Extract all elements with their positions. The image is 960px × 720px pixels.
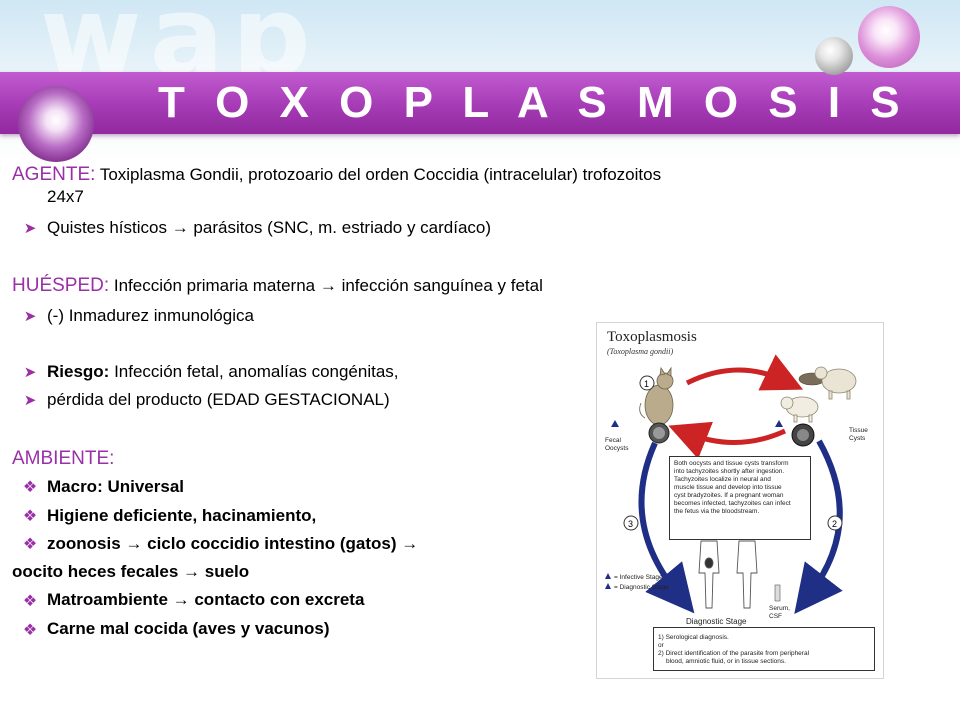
oocyst-inner-icon bbox=[653, 427, 665, 439]
ambiente-bullet-5: Carne mal cocida (aves y vacunos) bbox=[47, 619, 330, 638]
info-box: Both oocysts and tissue cysts transform … bbox=[669, 456, 811, 540]
diamond-bullet-icon: ❖ bbox=[22, 622, 38, 639]
arrow-bullet-icon: ➤ bbox=[23, 308, 37, 325]
tissue-cyst-inner-icon bbox=[797, 429, 809, 441]
ambiente-label: AMBIENTE: bbox=[12, 448, 115, 469]
info-line: Both oocysts and tissue cysts transform bbox=[674, 460, 789, 467]
step-1-label: 1 bbox=[644, 379, 649, 389]
page-title: T O X O P L A S M O S I S bbox=[158, 78, 909, 127]
figure-title: Toxoplasmosis bbox=[607, 329, 697, 345]
riesgo-text: Infección fetal, anomalías congénitas, bbox=[109, 362, 399, 381]
tissue-cysts-label: Tissue Cysts bbox=[849, 427, 868, 442]
info-line: becomes infected, tachyzoites can infect bbox=[674, 500, 791, 507]
lifecycle-diagram: 1 2 3 bbox=[605, 354, 857, 614]
diamond-bullet-icon: ❖ bbox=[22, 536, 38, 553]
step-2-label: 2 bbox=[832, 519, 837, 529]
arrow-bullet-icon: ➤ bbox=[23, 392, 37, 409]
ambiente-bullet-1: Higiene deficiente, hacinamiento, bbox=[47, 506, 317, 525]
red-arrow-bottom bbox=[668, 421, 787, 459]
step-1-marker bbox=[639, 375, 655, 391]
decorative-orb-pink bbox=[858, 6, 920, 68]
infective-triangle-icon bbox=[775, 420, 783, 427]
info-line: muscle tissue and develop into tissue bbox=[674, 484, 782, 491]
info-line: Tachyzoites localize in neural and bbox=[674, 476, 771, 483]
step-3-label: 3 bbox=[628, 519, 633, 529]
diag-line: 1) Serological diagnosis. bbox=[658, 634, 729, 641]
figure-subtitle: (Toxoplasma gondii) bbox=[607, 347, 674, 356]
info-line: into tachyzoites shortly after ingestion… bbox=[674, 468, 785, 475]
decorative-orb-gray bbox=[815, 37, 853, 75]
step-3-marker bbox=[623, 515, 639, 531]
ambiente-bullet-2: zoonosis → ciclo coccidio intestino (gat… bbox=[47, 534, 419, 553]
diagnostic-stage-title: Diagnostic Stage bbox=[684, 617, 749, 626]
legend-diagnostic-label: = Diagnostic Stage bbox=[614, 584, 669, 591]
info-line: the fetus via the bloodstream. bbox=[674, 508, 760, 515]
serum-csf-label: Serum, CSF bbox=[769, 605, 790, 620]
diamond-bullet-icon: ❖ bbox=[22, 593, 38, 610]
huesped-bullet-1: Riesgo: Infección fetal, anomalías congé… bbox=[47, 362, 399, 382]
huesped-label: HUÉSPED: bbox=[12, 275, 110, 296]
arrow-bullet-icon: ➤ bbox=[23, 364, 37, 381]
diag-line: 2) Direct identification of the parasite… bbox=[658, 650, 810, 657]
legend-diagnostic-icon bbox=[605, 583, 611, 589]
diagnostic-stage-box: Diagnostic Stage 1) Serological diagnosi… bbox=[653, 618, 875, 671]
diamond-bullet-icon: ❖ bbox=[22, 508, 38, 525]
diag-line: or bbox=[658, 642, 664, 649]
info-line: cyst bradyzoites. If a pregnant woman bbox=[674, 492, 784, 499]
serum-tube-icon bbox=[774, 584, 781, 602]
diagnostic-triangle-icon bbox=[611, 420, 619, 427]
huesped-bullet-0: (-) Inmadurez inmunológica bbox=[47, 306, 254, 325]
ambiente-bullet-4: Matroambiente → contacto con excreta bbox=[47, 590, 365, 609]
fecal-oocysts-label: Fecal Oocysts bbox=[605, 437, 629, 452]
blue-arrow-left bbox=[638, 441, 695, 614]
riesgo-label: Riesgo: bbox=[47, 362, 110, 381]
diag-line: blood, amniotic fluid, or in tissue sect… bbox=[666, 658, 786, 665]
agente-bullet-0: Quistes hísticos → parásitos (SNC, m. es… bbox=[47, 218, 492, 237]
arrow-bullet-icon: ➤ bbox=[23, 220, 37, 237]
agente-label: AGENTE: bbox=[12, 164, 96, 185]
diamond-bullet-icon: ❖ bbox=[22, 479, 38, 496]
cat-icon bbox=[639, 366, 674, 426]
sheep-icon bbox=[814, 366, 857, 400]
legend-infective-label: = Infective Stage bbox=[614, 574, 663, 581]
ambiente-bullet-0: Macro: Universal bbox=[47, 477, 184, 496]
step-2-marker bbox=[827, 515, 843, 531]
lifecycle-figure: Toxoplasmosis (Toxoplasma gondii) bbox=[596, 322, 884, 679]
ambiente-bullet-3: oocito heces fecales → suelo bbox=[12, 562, 250, 581]
title-banner bbox=[0, 72, 960, 134]
legend-infective-icon bbox=[605, 573, 611, 579]
huesped-bullet-2: pérdida del producto (EDAD GESTACIONAL) bbox=[47, 390, 390, 409]
huesped-line: HUÉSPED: Infección primaria materna → in… bbox=[12, 275, 543, 297]
huesped-text: Infección primaria materna → infección s… bbox=[109, 276, 543, 295]
agente-text: Toxiplasma Gondii, protozoario del orden… bbox=[95, 165, 662, 184]
decorative-orb-large bbox=[18, 86, 94, 162]
pig-icon bbox=[780, 396, 819, 423]
agente-line: AGENTE: Toxiplasma Gondii, protozoario d… bbox=[12, 164, 661, 186]
agente-text-cont: 24x7 bbox=[47, 187, 84, 206]
red-arrow-top bbox=[685, 354, 804, 391]
